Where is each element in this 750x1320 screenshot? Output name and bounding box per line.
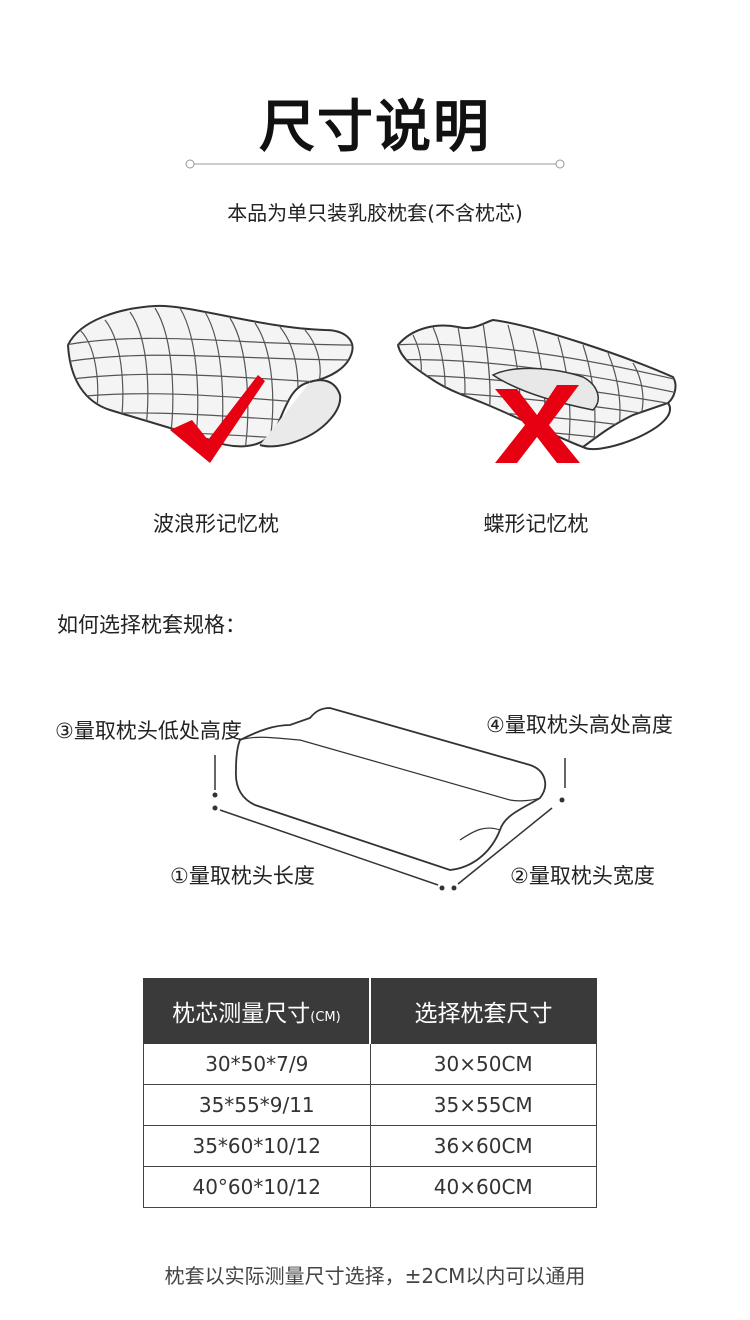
- title-divider: [185, 159, 565, 169]
- core-size-cell: 30*50*7/9: [143, 1043, 371, 1085]
- high-height-label: ④量取枕头高处高度: [486, 713, 673, 737]
- size-table-header: 枕芯测量尺寸(CM) 选择枕套尺寸: [143, 978, 597, 1044]
- core-size-cell: 35*60*10/12: [143, 1125, 371, 1167]
- low-height-label: ③量取枕头低处高度: [55, 719, 242, 743]
- page-title: 尺寸说明: [259, 95, 491, 160]
- length-label: ①量取枕头长度: [170, 864, 315, 888]
- core-size-header: 枕芯测量尺寸(CM): [143, 978, 371, 1044]
- check-icon: [170, 375, 265, 463]
- size-table: 枕芯测量尺寸(CM) 选择枕套尺寸 30*50*7/9 30×50CM 35*5…: [143, 978, 597, 1208]
- how-to-choose-heading: 如何选择枕套规格：: [57, 613, 246, 637]
- table-row: 35*55*9/11 35×55CM: [143, 1084, 597, 1126]
- cover-size-cell: 30×50CM: [369, 1043, 597, 1085]
- core-size-cell: 40°60*10/12: [143, 1166, 371, 1208]
- butterfly-pillow-label: 蝶形记忆枕: [483, 512, 589, 536]
- butterfly-pillow-image: [396, 318, 677, 451]
- table-row: 35*60*10/12 36×60CM: [143, 1125, 597, 1167]
- cover-size-cell: 35×55CM: [369, 1084, 597, 1126]
- cover-size-cell: 36×60CM: [369, 1125, 597, 1167]
- table-row: 40°60*10/12 40×60CM: [143, 1166, 597, 1208]
- product-subtitle: 本品为单只装乳胶枕套(不含枕芯): [227, 201, 523, 225]
- wave-pillow-image: [66, 304, 354, 448]
- measurement-diagram: [212, 707, 566, 891]
- width-label: ②量取枕头宽度: [510, 864, 655, 888]
- cover-size-header: 选择枕套尺寸: [369, 978, 597, 1044]
- size-footnote: 枕套以实际测量尺寸选择，±2CM以内可以通用: [164, 1264, 586, 1288]
- core-size-cell: 35*55*9/11: [143, 1084, 371, 1126]
- cover-size-cell: 40×60CM: [369, 1166, 597, 1208]
- cross-icon: [495, 385, 580, 463]
- table-row: 30*50*7/9 30×50CM: [143, 1043, 597, 1085]
- wave-pillow-label: 波浪形记忆枕: [153, 512, 279, 536]
